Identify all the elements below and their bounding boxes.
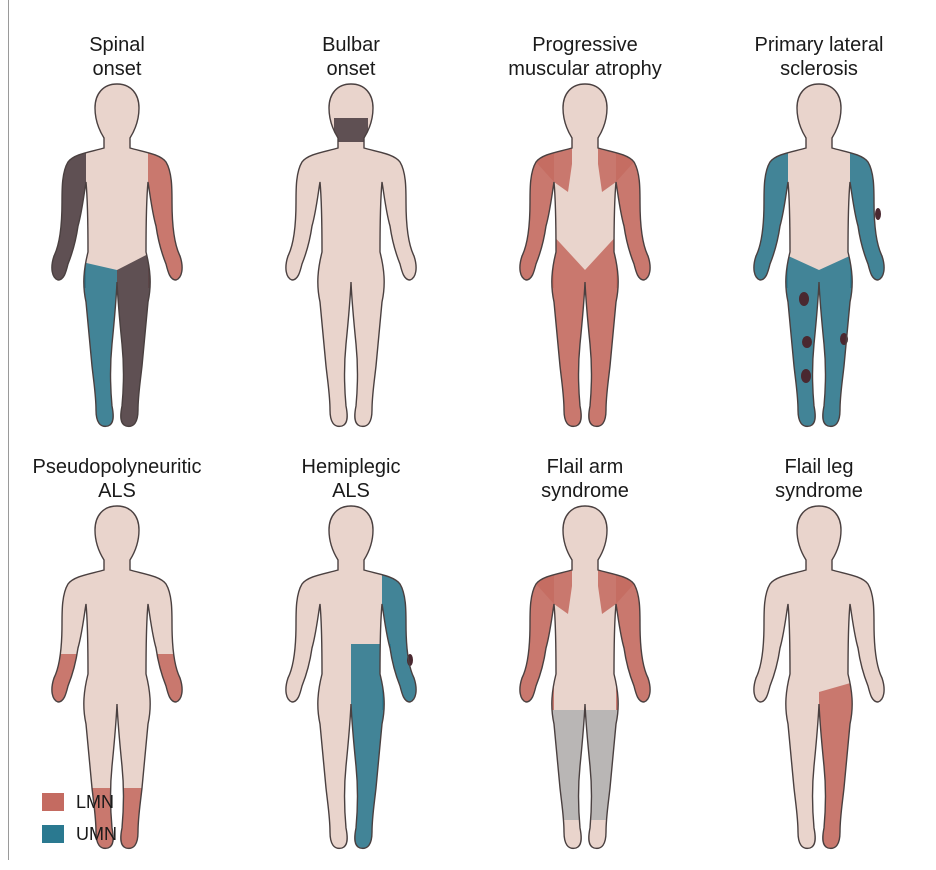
lesion-marker <box>875 208 881 220</box>
title-line-1: Flail arm <box>468 455 702 479</box>
title-line-1: Progressive <box>468 33 702 57</box>
body-figure <box>276 506 426 850</box>
panel-title: Flail leg syndrome <box>702 455 936 503</box>
panel-title: Progressive muscular atrophy <box>468 33 702 81</box>
panel-title: Hemiplegic ALS <box>234 455 468 503</box>
panel-pma: Progressive muscular atrophy <box>468 0 702 430</box>
body-figure <box>510 84 660 428</box>
lesion-marker <box>802 336 812 348</box>
region-forearms-lmn <box>42 654 82 714</box>
region-forearms-lmn <box>152 654 192 714</box>
body-figure <box>276 84 426 428</box>
lesion-marker <box>801 369 811 383</box>
title-line-1: Pseudopolyneuritic <box>0 455 234 479</box>
title-line-1: Bulbar <box>234 33 468 57</box>
panel-hemiplegic: Hemiplegic ALS <box>234 422 468 852</box>
title-line-2: onset <box>234 57 468 81</box>
lesion-marker <box>799 292 809 306</box>
panel-pseudopolyneuritic: Pseudopolyneuritic ALS <box>0 422 234 852</box>
panel-bulbar: Bulbar onset <box>234 0 468 430</box>
legend: LMN UMN <box>42 791 117 855</box>
legend-item-lmn: LMN <box>42 791 117 813</box>
panel-title: Flail arm syndrome <box>468 455 702 503</box>
panel-flail-arm: Flail arm syndrome <box>468 422 702 852</box>
title-line-1: Hemiplegic <box>234 455 468 479</box>
title-line-2: syndrome <box>702 479 936 503</box>
legend-label: LMN <box>76 792 114 813</box>
title-line-1: Primary lateral <box>702 33 936 57</box>
body-figure <box>42 84 192 428</box>
panel-title: Primary lateral sclerosis <box>702 33 936 81</box>
title-line-2: ALS <box>0 479 234 503</box>
body-figure <box>744 84 894 428</box>
body-figure <box>744 506 894 850</box>
affected-regions <box>334 118 368 142</box>
panel-spinal: Spinal onset <box>0 0 234 430</box>
title-line-1: Flail leg <box>702 455 936 479</box>
region-neck-dark <box>334 118 368 142</box>
title-line-2: ALS <box>234 479 468 503</box>
legend-swatch <box>42 825 64 843</box>
panel-flail-leg: Flail leg syndrome <box>702 422 936 852</box>
title-line-2: syndrome <box>468 479 702 503</box>
region-legs-grey <box>550 710 620 820</box>
legend-item-umn: UMN <box>42 823 117 845</box>
panel-pls: Primary lateral sclerosis <box>702 0 936 430</box>
legend-swatch <box>42 793 64 811</box>
panel-title: Pseudopolyneuritic ALS <box>0 455 234 503</box>
title-line-2: onset <box>0 57 234 81</box>
title-line-1: Spinal <box>0 33 234 57</box>
title-line-2: sclerosis <box>702 57 936 81</box>
body-figure <box>510 506 660 850</box>
title-line-2: muscular atrophy <box>468 57 702 81</box>
panel-title: Spinal onset <box>0 33 234 81</box>
panel-title: Bulbar onset <box>234 33 468 81</box>
legend-label: UMN <box>76 824 117 845</box>
